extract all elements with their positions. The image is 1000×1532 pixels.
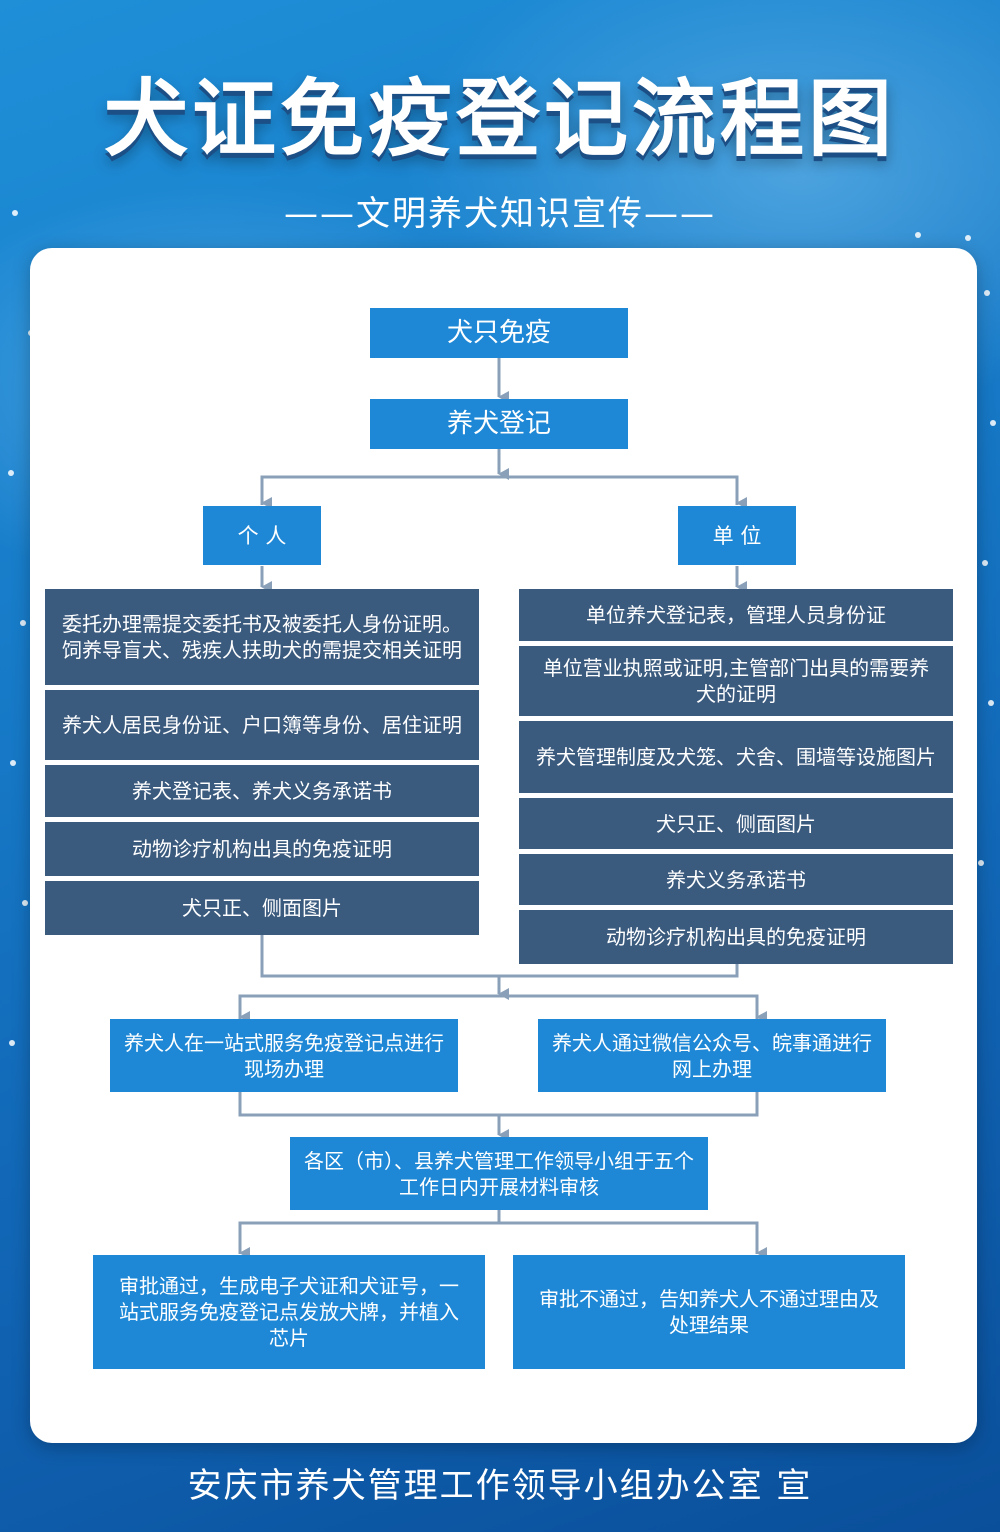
unit-doc-item: 单位养犬登记表，管理人员身份证 bbox=[519, 589, 953, 641]
unit-doc-item: 养犬管理制度及犬笼、犬舍、围墙等设施图片 bbox=[519, 721, 953, 793]
onsite-processing-box: 养犬人在一站式服务免疫登记点进行现场办理 bbox=[110, 1019, 458, 1092]
branch-unit: 单 位 bbox=[678, 506, 796, 565]
step-dog-registration: 养犬登记 bbox=[370, 399, 628, 449]
page-subtitle: ——文明养犬知识宣传—— bbox=[284, 194, 716, 234]
result-split-line bbox=[238, 1221, 759, 1254]
individual-doc-item: 养犬登记表、养犬义务承诺书 bbox=[45, 765, 479, 817]
channel-merge-line bbox=[238, 1092, 759, 1117]
unit-doc-item: 动物诊疗机构出具的免疫证明 bbox=[519, 910, 953, 964]
approved-result-box: 审批通过，生成电子犬证和犬证号，一站式服务免疫登记点发放犬牌，并植入芯片 bbox=[93, 1255, 485, 1369]
material-review-box: 各区（市）、县养犬管理工作领导小组于五个工作日内开展材料审核 bbox=[290, 1137, 708, 1210]
individual-doc-item: 动物诊疗机构出具的免疫证明 bbox=[45, 822, 479, 876]
issuer-footer: 安庆市养犬管理工作领导小组办公室 宣 bbox=[187, 1466, 813, 1506]
unit-doc-item: 养犬义务承诺书 bbox=[519, 854, 953, 905]
step-dog-immunization: 犬只免疫 bbox=[370, 308, 628, 358]
individual-doc-item: 犬只正、侧面图片 bbox=[45, 881, 479, 935]
page-title: 犬证免疫登记流程图 bbox=[103, 70, 896, 168]
individual-doc-item: 养犬人居民身份证、户口簿等身份、居住证明 bbox=[45, 690, 479, 760]
branch-individual: 个 人 bbox=[203, 506, 321, 565]
online-processing-box: 养犬人通过微信公众号、皖事通进行网上办理 bbox=[538, 1019, 886, 1092]
unit-doc-item: 犬只正、侧面图片 bbox=[519, 798, 953, 849]
branch-split-line bbox=[260, 475, 739, 505]
channel-split-line bbox=[238, 994, 759, 1019]
unit-doc-item: 单位营业执照或证明,主管部门出具的需要养犬的证明 bbox=[519, 646, 953, 716]
rejected-result-box: 审批不通过，告知养犬人不通过理由及处理结果 bbox=[513, 1255, 905, 1369]
individual-doc-item: 委托办理需提交委托书及被委托人身份证明。饲养导盲犬、残疾人扶助犬的需提交相关证明 bbox=[45, 589, 479, 685]
